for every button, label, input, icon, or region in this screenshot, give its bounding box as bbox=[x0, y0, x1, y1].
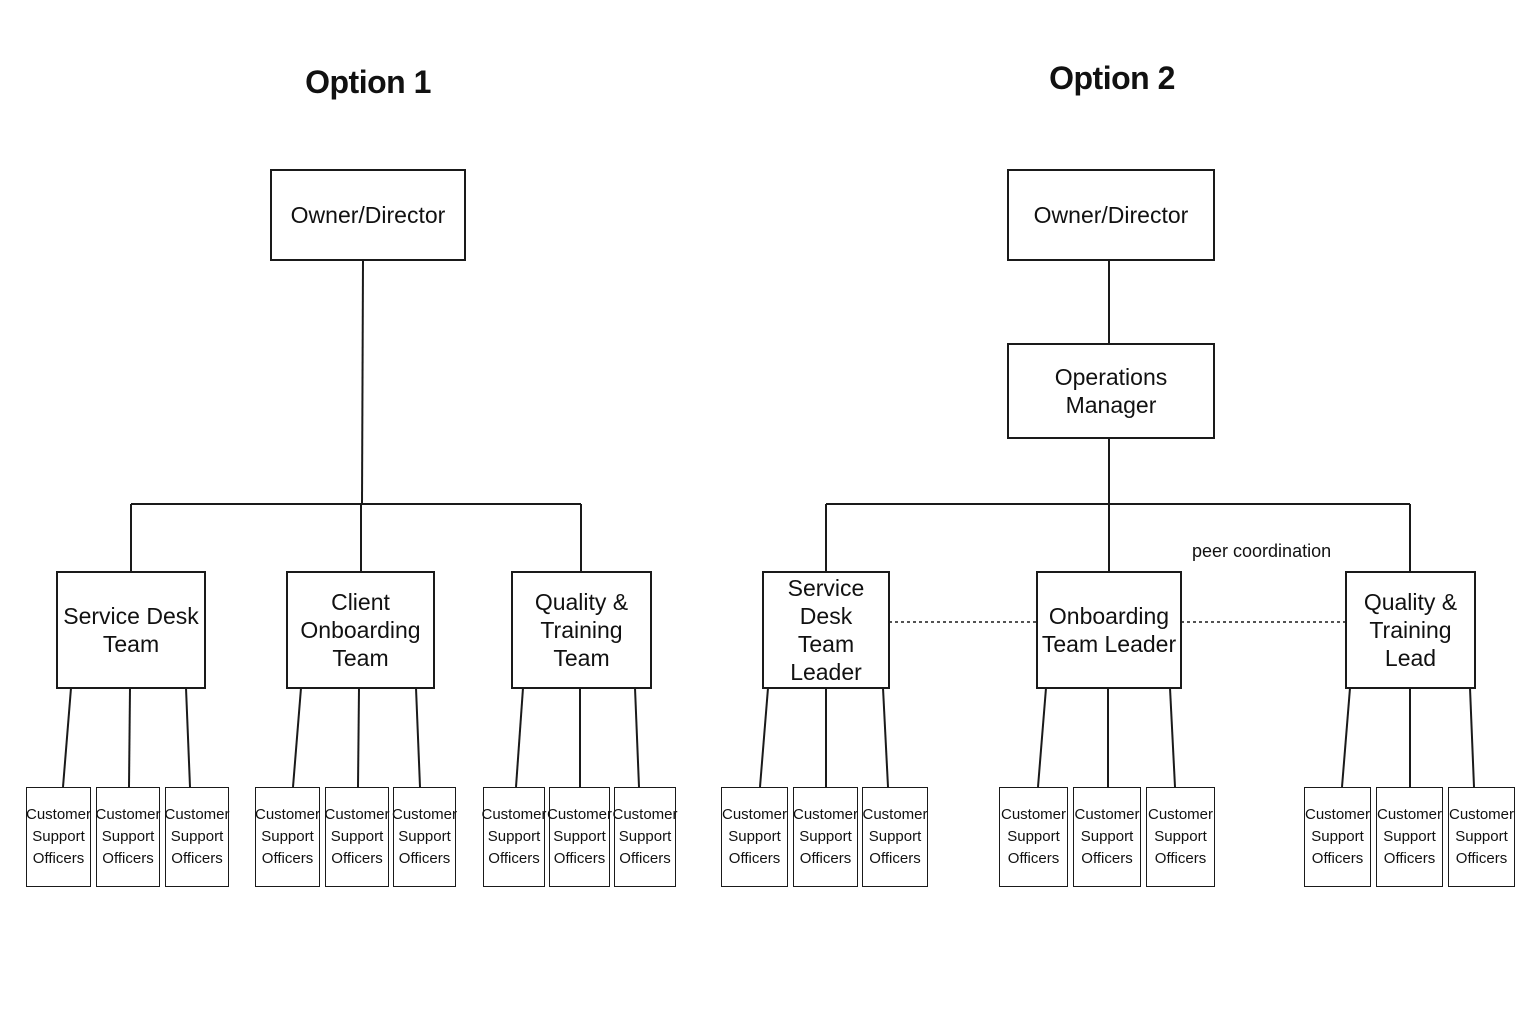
staff-box: Customer Support Officers bbox=[1146, 787, 1215, 887]
staff-box: Customer Support Officers bbox=[1304, 787, 1371, 887]
connector bbox=[759, 687, 769, 788]
staff-box: Customer Support Officers bbox=[164, 787, 230, 887]
connector bbox=[361, 259, 364, 505]
option-1-title: Option 1 bbox=[305, 64, 431, 100]
connector bbox=[415, 687, 421, 788]
staff-box: Customer Support Officers bbox=[392, 787, 457, 887]
connector bbox=[634, 687, 640, 788]
operations-manager-box: Operations Manager bbox=[1007, 343, 1215, 439]
staff-box: Customer Support Officers bbox=[481, 787, 547, 887]
staff-box: Customer Support Officers bbox=[862, 787, 928, 887]
staff-box: Customer Support Officers bbox=[999, 787, 1068, 887]
peer-coordination-label: peer coordination bbox=[1192, 541, 1332, 561]
connector bbox=[1037, 687, 1047, 788]
service-desk-team-leader-box: Service Desk Team Leader bbox=[762, 571, 890, 689]
onboarding-team-leader-box: Onboarding Team Leader bbox=[1036, 571, 1182, 689]
staff-box: Customer Support Officers bbox=[95, 787, 161, 887]
connector bbox=[882, 687, 889, 788]
quality-training-team-box: Quality & Training Team bbox=[511, 571, 652, 689]
connector bbox=[292, 687, 302, 788]
option-2-title: Option 2 bbox=[1049, 60, 1175, 96]
staff-box: Customer Support Officers bbox=[547, 787, 612, 887]
staff-box: Customer Support Officers bbox=[793, 787, 858, 887]
connector bbox=[62, 687, 72, 788]
staff-box: Customer Support Officers bbox=[721, 787, 788, 887]
staff-box: Customer Support Officers bbox=[1376, 787, 1443, 887]
owner-director-box: Owner/Director bbox=[270, 169, 466, 261]
connector bbox=[185, 687, 191, 788]
staff-box: Customer Support Officers bbox=[1073, 787, 1141, 887]
staff-box: Customer Support Officers bbox=[1448, 787, 1515, 887]
quality-training-lead-box: Quality & Training Lead bbox=[1345, 571, 1476, 689]
connector bbox=[1341, 687, 1351, 788]
staff-box: Customer Support Officers bbox=[26, 787, 91, 887]
staff-box: Customer Support Officers bbox=[324, 787, 390, 887]
staff-box: Customer Support Officers bbox=[255, 787, 320, 887]
connector bbox=[1169, 687, 1176, 788]
staff-box: Customer Support Officers bbox=[612, 787, 678, 887]
connector bbox=[1469, 687, 1475, 788]
connector bbox=[515, 687, 524, 788]
connector bbox=[357, 687, 360, 788]
service-desk-team-box: Service Desk Team bbox=[56, 571, 206, 689]
client-onboarding-team-box: Client Onboarding Team bbox=[286, 571, 435, 689]
owner-director-box: Owner/Director bbox=[1007, 169, 1215, 261]
connector bbox=[128, 687, 131, 788]
